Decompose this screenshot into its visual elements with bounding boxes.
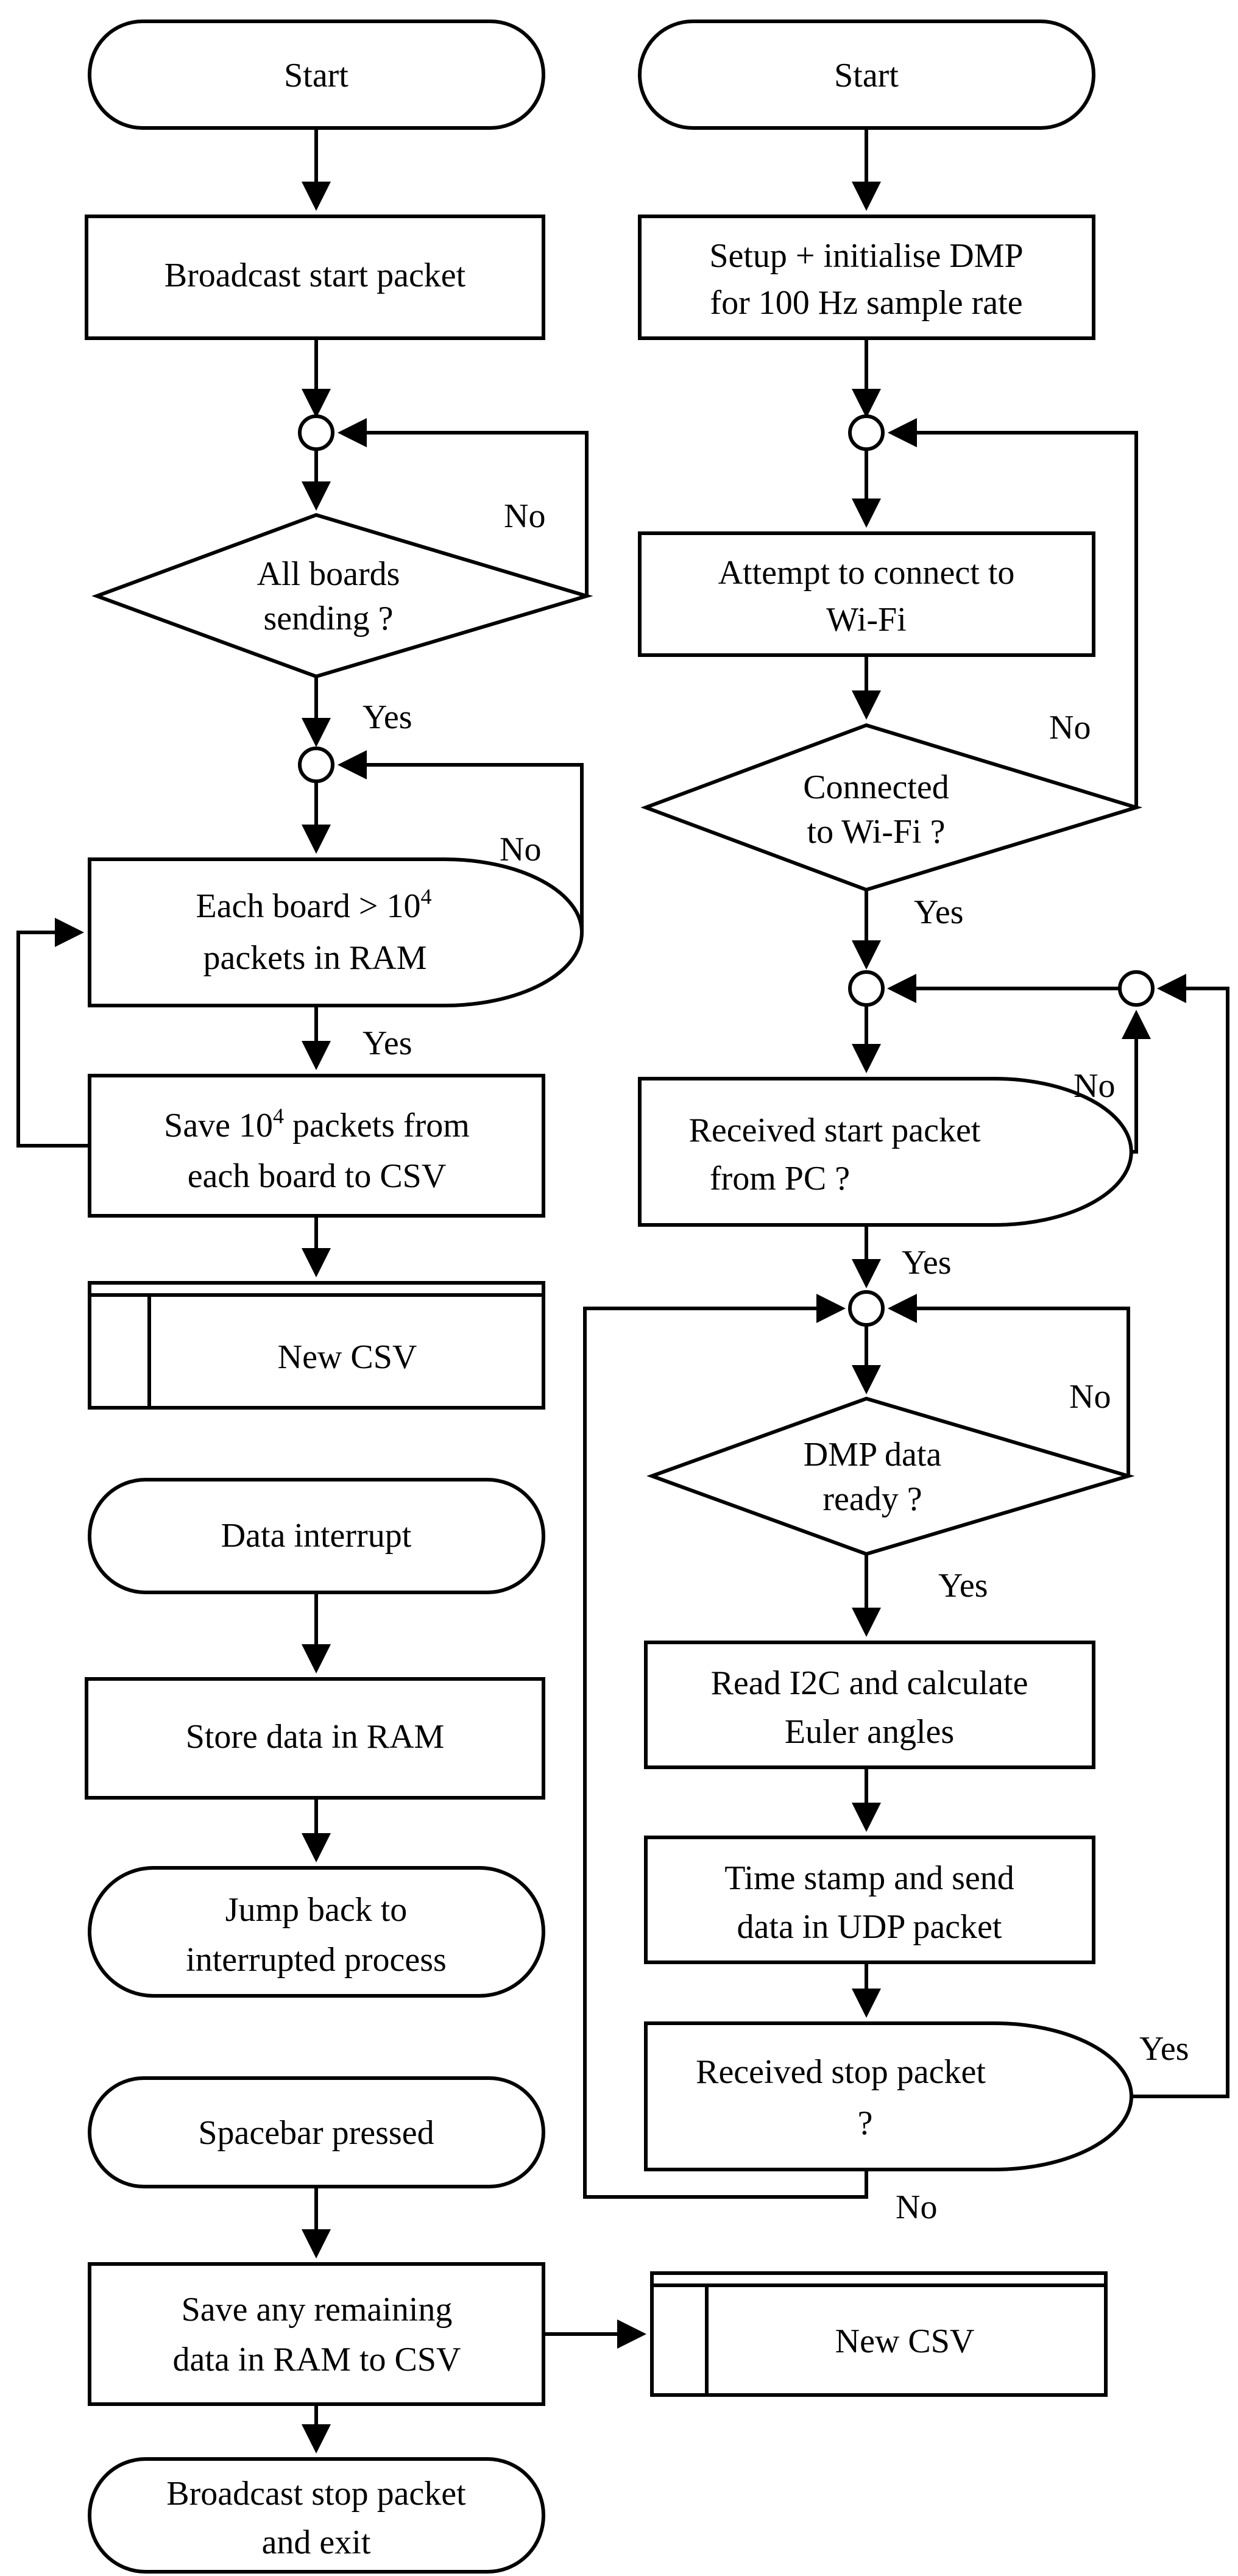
save-remaining-box — [88, 2262, 545, 2406]
each-board-yes: Yes — [363, 1024, 412, 1062]
right-flow: Start Setup + initialise DMP for 100 Hz … — [583, 20, 1229, 2226]
save-packets-label-1: Save 104 packets from — [164, 1104, 470, 1144]
received-stop-label-2: ? — [858, 2104, 873, 2142]
dmp-ready-label-2: ready ? — [822, 1480, 922, 1518]
received-start-label-1: Received start packet — [689, 1112, 981, 1149]
connected-no: No — [1049, 709, 1091, 747]
received-stop-decision — [644, 2021, 1133, 2171]
received-stop-no: No — [896, 2188, 937, 2226]
timestamp-box — [644, 1836, 1095, 1964]
timestamp-label-2: data in UDP packet — [737, 1908, 1002, 1946]
new-csv-2-label: New CSV — [835, 2322, 975, 2360]
right-junction-1 — [848, 414, 885, 451]
connected-wifi-decision — [640, 723, 1143, 892]
received-stop-yes: Yes — [1139, 2030, 1189, 2068]
attempt-connect-label-2: Wi-Fi — [826, 601, 907, 639]
timestamp-label-1: Time stamp and send — [724, 1859, 1014, 1897]
each-board-no-loop — [338, 750, 584, 932]
store-data-label: Store data in RAM — [186, 1718, 445, 1756]
left-junction-2 — [298, 747, 334, 783]
right-junction-3 — [1118, 970, 1155, 1007]
jump-back-terminal — [88, 1866, 545, 1998]
broadcast-start-box — [85, 215, 545, 340]
read-i2c-label-2: Euler angles — [785, 1713, 954, 1751]
store-data-box — [85, 1677, 545, 1800]
received-start-decision — [638, 1077, 1133, 1227]
broadcast-stop-label-2: and exit — [262, 2524, 371, 2561]
all-boards-yes: Yes — [363, 698, 412, 736]
received-start-no: No — [1074, 1067, 1115, 1105]
each-board-decision — [88, 857, 584, 1007]
dmp-ready-label-1: DMP data — [804, 1436, 942, 1474]
save-packets-label-2: each board to CSV — [188, 1157, 447, 1195]
broadcast-stop-label-1: Broadcast stop packet — [166, 2475, 466, 2513]
all-boards-decision — [91, 513, 593, 679]
new-csv-box-2 — [650, 2271, 1108, 2397]
new-csv-1-label: New CSV — [278, 1338, 417, 1376]
each-board-label-2: packets in RAM — [203, 939, 426, 977]
connected-wifi-label-1: Connected — [803, 768, 949, 806]
spacebar-label: Spacebar pressed — [198, 2114, 434, 2152]
right-junction-4 — [848, 1290, 885, 1327]
read-i2c-box — [644, 1641, 1095, 1769]
right-junction-2 — [848, 970, 885, 1007]
broadcast-start-label: Broadcast start packet — [164, 257, 466, 294]
received-start-yes: Yes — [902, 1244, 951, 1282]
jump-back-label-1: Jump back to — [225, 1891, 408, 1929]
all-boards-label-1: All boards — [257, 555, 400, 593]
received-start-no-loop — [1122, 1010, 1151, 1154]
connected-no-loop — [888, 418, 1138, 807]
jump-back-label-2: interrupted process — [186, 1941, 447, 1979]
save-packets-box — [88, 1074, 545, 1218]
each-board-no: No — [500, 831, 541, 868]
connected-yes: Yes — [914, 893, 963, 931]
left-start-label: Start — [284, 57, 348, 94]
setup-dmp-label-1: Setup + initialise DMP — [709, 237, 1023, 275]
left-junction-1 — [298, 414, 334, 451]
data-interrupt-label: Data interrupt — [221, 1517, 412, 1555]
all-boards-no-loop — [338, 418, 589, 596]
setup-dmp-label-2: for 100 Hz sample rate — [710, 284, 1022, 322]
received-start-label-2: from PC ? — [710, 1160, 850, 1198]
received-stop-no-loop — [583, 1294, 868, 2199]
connected-wifi-label-2: to Wi-Fi ? — [807, 813, 946, 851]
received-stop-label-1: Received stop packet — [696, 2053, 986, 2091]
attempt-connect-label-1: Attempt to connect to — [718, 554, 1015, 592]
save-loop-back — [16, 918, 90, 1148]
right-start-label: Start — [834, 57, 899, 94]
broadcast-stop-terminal — [88, 2457, 545, 2574]
each-board-label-1: Each board > 104 — [196, 884, 431, 925]
all-boards-label-2: sending ? — [263, 600, 393, 637]
dmp-ready-decision — [646, 1396, 1135, 1556]
dmp-yes: Yes — [938, 1567, 988, 1605]
read-i2c-label-1: Read I2C and calculate — [711, 1664, 1028, 1702]
save-remaining-label-1: Save any remaining — [182, 2291, 453, 2329]
setup-dmp-box — [638, 215, 1095, 340]
all-boards-no: No — [504, 497, 545, 535]
dmp-no-loop — [888, 1294, 1130, 1476]
dmp-no: No — [1069, 1378, 1111, 1416]
attempt-connect-box — [638, 531, 1095, 657]
received-stop-yes-loop — [1131, 974, 1229, 2098]
left-flow: Start Broadcast start packet All boards … — [16, 20, 646, 2574]
save-remaining-label-2: data in RAM to CSV — [173, 2341, 461, 2379]
new-csv-box-1 — [88, 1281, 545, 1410]
